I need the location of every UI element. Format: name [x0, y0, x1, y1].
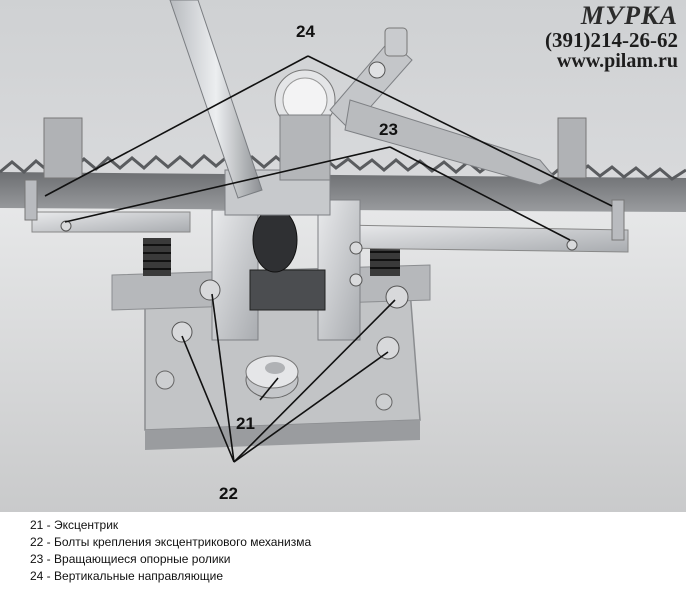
bolt	[376, 336, 400, 360]
end-block-left	[43, 117, 83, 179]
bolt	[171, 321, 193, 343]
central-mechanism	[211, 69, 363, 341]
lever-arm	[329, 27, 556, 186]
support-bar	[24, 117, 629, 253]
bolt	[375, 393, 393, 411]
brand-watermark: МУРКА (391)214-26-62 www.pilam.ru	[545, 2, 678, 72]
product-photo: 24 23 21 22 МУРКА (391)214-26-62 www.pil…	[0, 0, 686, 512]
bolt	[199, 279, 221, 301]
legend-item-24: 24 - Вертикальные направляющие	[30, 569, 223, 583]
spring-left	[143, 238, 171, 276]
guide-post-left	[24, 179, 38, 221]
callout-lines	[44, 55, 613, 463]
end-block-right	[557, 117, 587, 179]
callout-22: 22	[219, 484, 238, 503]
eccentric	[245, 355, 299, 399]
legend-item-23: 23 - Вращающиеся опорные ролики	[30, 552, 231, 566]
brand-name: МУРКА	[580, 1, 678, 30]
brand-site: www.pilam.ru	[556, 50, 678, 73]
legend-item-21: 21 - Эксцентрик	[30, 518, 119, 532]
legend-list: 21 - Эксцентрик 22 - Болты крепления экс…	[30, 517, 311, 585]
callout-23: 23	[379, 120, 398, 139]
guide-post-right	[611, 199, 625, 241]
handle-rod	[169, 0, 263, 199]
callout-24: 24	[296, 22, 315, 41]
sharpening-device-illustration	[0, 0, 686, 512]
callout-21: 21	[236, 414, 255, 433]
base-plate-edge	[145, 420, 420, 450]
brand-phone: (391)214-26-62	[545, 28, 678, 53]
bolt	[155, 370, 175, 390]
legend-item-22: 22 - Болты крепления эксцентрикового мех…	[30, 535, 312, 549]
